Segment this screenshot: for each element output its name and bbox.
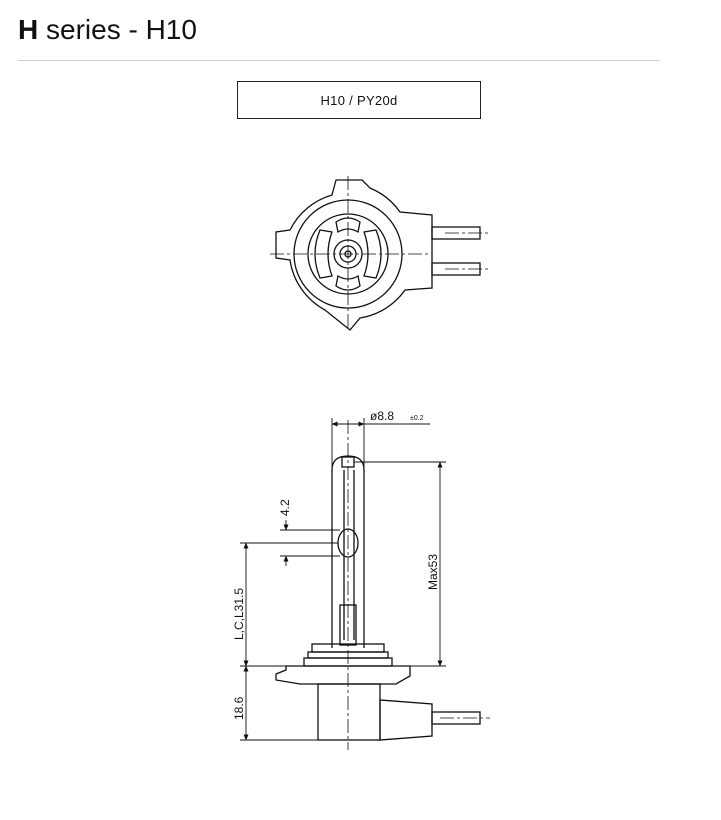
page-title-bold: H <box>18 14 39 45</box>
dim-light-center: L,C,L31.5 <box>232 588 246 640</box>
connector <box>379 699 433 741</box>
dim-base-height: 18.6 <box>232 696 246 720</box>
top-view <box>275 179 481 331</box>
page-title: H series - H10 <box>18 12 197 48</box>
top-view-lug-left <box>314 229 333 279</box>
top-view-body <box>275 179 433 331</box>
top-view-lug-bottom <box>335 274 361 291</box>
side-view <box>275 455 481 741</box>
base-body <box>317 683 381 741</box>
dim-filament-length: 4.2 <box>278 499 292 516</box>
top-view-lug-right <box>363 229 382 279</box>
spec-label: H10 / PY20d <box>320 92 398 108</box>
dim-diameter-tolerance: ±0.2 <box>410 415 424 422</box>
base-flange <box>275 665 411 685</box>
top-view-centerlines <box>270 176 490 330</box>
dim-max-length: Max53 <box>426 554 440 590</box>
top-view-lug-top <box>335 217 361 234</box>
dim-diameter: ø8.8 <box>370 409 394 423</box>
page-title-rest: series - H10 <box>38 14 197 45</box>
side-view-centerlines <box>347 420 490 750</box>
spec-label-box: H10 / PY20d <box>237 81 481 119</box>
dimension-lines <box>240 418 446 741</box>
title-divider <box>18 60 660 61</box>
